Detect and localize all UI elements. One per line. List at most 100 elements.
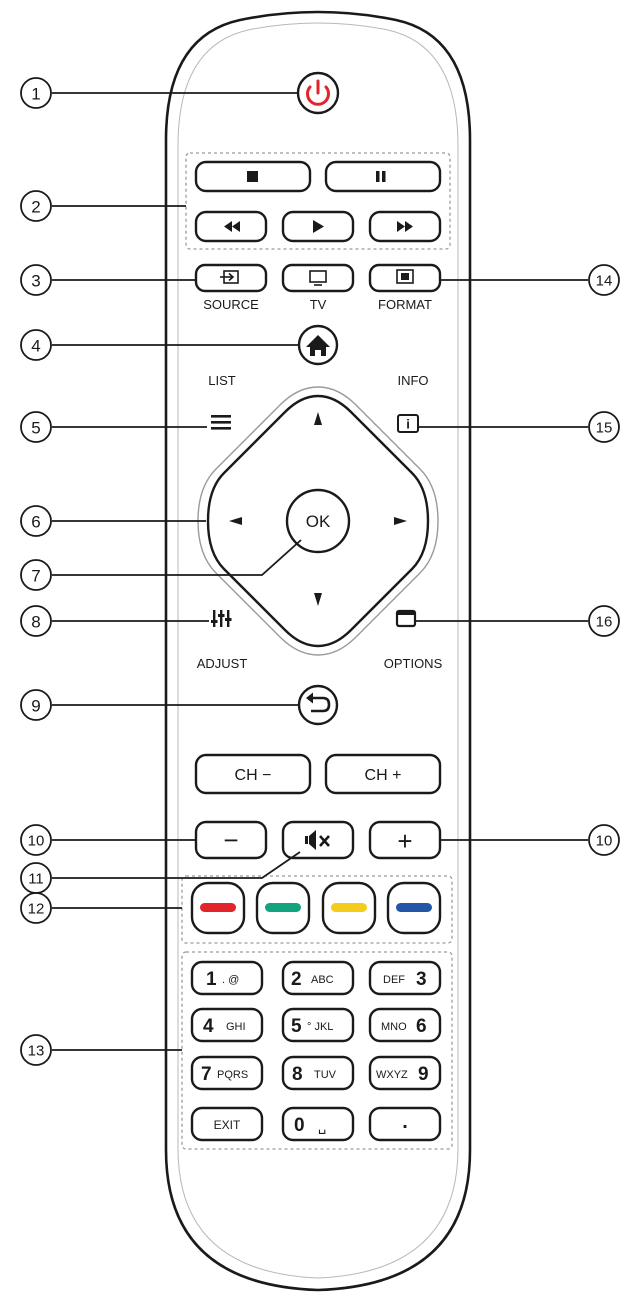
key-5[interactable]: 5 ° JKL bbox=[281, 1007, 355, 1043]
adjust-button[interactable] bbox=[211, 610, 232, 627]
rewind-icon bbox=[224, 221, 240, 232]
playback-group-outline bbox=[185, 152, 451, 250]
callout-2-number: 2 bbox=[31, 198, 40, 217]
key-8-letters: TUV bbox=[314, 1069, 337, 1081]
format-button[interactable] bbox=[368, 263, 442, 293]
options-icon bbox=[395, 609, 417, 628]
left-arrow-icon bbox=[229, 517, 242, 525]
key-1[interactable]: 1 . @ bbox=[190, 960, 264, 996]
volume-down-button[interactable]: − bbox=[194, 820, 268, 860]
callout-9: 9 bbox=[20, 689, 52, 721]
key-2[interactable]: 2 ABC bbox=[281, 960, 355, 996]
key-8-digit: 8 bbox=[292, 1064, 303, 1085]
volume-down-label: − bbox=[223, 825, 238, 855]
red-button[interactable] bbox=[190, 881, 246, 935]
callout-16: 16 bbox=[588, 605, 620, 637]
key-5-digit: 5 bbox=[291, 1016, 302, 1037]
fast-forward-icon bbox=[397, 221, 413, 232]
channel-down-button[interactable]: CH − bbox=[194, 753, 312, 795]
callout-11: 11 bbox=[20, 862, 52, 894]
source-label: SOURCE bbox=[203, 297, 259, 312]
back-icon bbox=[306, 692, 331, 713]
key-1-digit: 1 bbox=[206, 969, 217, 990]
volume-up-label: + bbox=[397, 826, 412, 856]
dpad-outer-ring bbox=[197, 386, 439, 656]
callout-1: 1 bbox=[20, 77, 52, 109]
green-button[interactable] bbox=[255, 881, 311, 935]
ok-button[interactable]: OK bbox=[285, 488, 351, 554]
source-icon bbox=[220, 270, 239, 284]
key-0-space-symbol: ␣ bbox=[318, 1119, 326, 1134]
key-6-letters: MNO bbox=[381, 1021, 407, 1033]
options-button[interactable] bbox=[395, 609, 417, 628]
info-label: INFO bbox=[397, 373, 428, 388]
back-button[interactable] bbox=[297, 684, 339, 726]
pause-button[interactable] bbox=[324, 160, 442, 193]
callout-16-number: 16 bbox=[596, 614, 613, 631]
info-button[interactable]: i bbox=[397, 414, 419, 433]
callout-11-number: 11 bbox=[28, 871, 44, 888]
key-9-digit: 9 bbox=[418, 1064, 429, 1085]
blue-button[interactable] bbox=[386, 881, 442, 935]
yellow-button[interactable] bbox=[321, 881, 377, 935]
home-button[interactable] bbox=[297, 324, 339, 366]
callout-15: 15 bbox=[588, 411, 620, 443]
dot-button[interactable]: . bbox=[368, 1106, 442, 1142]
key-7[interactable]: 7 PQRS bbox=[190, 1055, 264, 1091]
key-5-letters: ° JKL bbox=[307, 1021, 333, 1033]
exit-label: EXIT bbox=[214, 1118, 241, 1132]
format-icon bbox=[396, 269, 414, 284]
stop-button[interactable] bbox=[194, 160, 312, 193]
tv-button[interactable] bbox=[281, 263, 355, 293]
key-3-letters: DEF bbox=[383, 974, 405, 986]
key-1-letters: . @ bbox=[222, 974, 239, 986]
key-8[interactable]: 8 TUV bbox=[281, 1055, 355, 1091]
source-button[interactable] bbox=[194, 263, 268, 293]
callout-13-number: 13 bbox=[28, 1043, 45, 1060]
callout-1-number: 1 bbox=[31, 85, 40, 104]
callout-leader-lines bbox=[52, 92, 588, 1051]
yellow-bar bbox=[331, 903, 367, 912]
list-button[interactable] bbox=[211, 415, 231, 430]
rewind-button[interactable] bbox=[194, 210, 268, 243]
play-button[interactable] bbox=[281, 210, 355, 243]
callout-14: 14 bbox=[588, 264, 620, 296]
mute-button[interactable] bbox=[281, 820, 355, 860]
key-4[interactable]: 4 GHI bbox=[190, 1007, 264, 1043]
channel-up-button[interactable]: CH + bbox=[324, 753, 442, 795]
callout-4: 4 bbox=[20, 329, 52, 361]
callout-10-left: 10 bbox=[20, 824, 52, 856]
key-7-letters: PQRS bbox=[217, 1069, 248, 1081]
up-arrow-icon bbox=[314, 412, 322, 425]
key-9[interactable]: WXYZ 9 bbox=[368, 1055, 442, 1091]
callout-4-number: 4 bbox=[31, 337, 40, 356]
format-label: FORMAT bbox=[378, 297, 432, 312]
stop-icon bbox=[247, 171, 258, 182]
key-0[interactable]: 0 ␣ bbox=[281, 1106, 355, 1142]
callout-5-number: 5 bbox=[31, 419, 40, 438]
down-arrow-icon bbox=[314, 593, 322, 606]
ok-label: OK bbox=[306, 512, 331, 531]
power-button[interactable] bbox=[296, 71, 340, 115]
options-label: OPTIONS bbox=[384, 656, 443, 671]
channel-up-label: CH + bbox=[365, 767, 402, 784]
power-icon bbox=[306, 79, 330, 106]
callout-9-number: 9 bbox=[31, 697, 40, 716]
mute-icon bbox=[305, 830, 330, 850]
tv-icon bbox=[309, 270, 327, 286]
play-icon bbox=[313, 220, 324, 233]
key-3-digit: 3 bbox=[416, 969, 427, 990]
exit-button[interactable]: EXIT bbox=[190, 1106, 264, 1142]
key-6[interactable]: MNO 6 bbox=[368, 1007, 442, 1043]
fast-forward-button[interactable] bbox=[368, 210, 442, 243]
key-7-digit: 7 bbox=[201, 1064, 212, 1085]
key-3[interactable]: DEF 3 bbox=[368, 960, 442, 996]
volume-up-button[interactable]: + bbox=[368, 820, 442, 860]
callout-8: 8 bbox=[20, 605, 52, 637]
dot-label: . bbox=[402, 1111, 408, 1133]
remote-body-inner-line bbox=[177, 22, 459, 1279]
callout-10-left-number: 10 bbox=[28, 833, 45, 850]
callout-10-right: 10 bbox=[588, 824, 620, 856]
red-bar bbox=[200, 903, 236, 912]
